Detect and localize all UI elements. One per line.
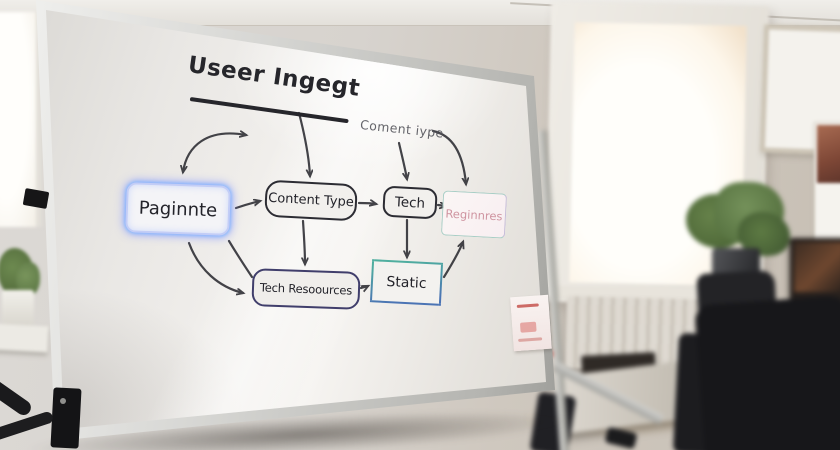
arrow-paginate-to-tech-resources	[187, 241, 243, 293]
arrow-content-type-to-tech-resources	[303, 219, 305, 264]
computer-monitor	[790, 238, 840, 302]
arrow-annotation-to-tech	[397, 141, 407, 179]
node-static: Static	[369, 259, 444, 306]
monitor-screen	[794, 242, 840, 292]
arrow-title-to-content-type	[297, 111, 310, 176]
node-registres: Reginnres	[440, 190, 508, 239]
arrow-paginate-to-content-type	[234, 201, 260, 210]
poster-photo	[817, 125, 840, 183]
left-plant-pot	[2, 290, 34, 328]
arrow-content-type-to-tech	[357, 203, 376, 204]
node-content-type: Content Type	[264, 179, 358, 222]
node-tech: Tech	[382, 185, 438, 220]
arrow-tech-resources-to-static	[359, 286, 368, 288]
arrow-static-to-registres	[442, 242, 463, 279]
node-paginate: Paginnte	[125, 182, 231, 236]
arrow-annotation-to-registres	[431, 129, 466, 184]
arrow-title-paginate-loop	[183, 133, 246, 172]
node-tech-resources: Tech Resoources	[251, 268, 361, 310]
wall-poster	[814, 122, 840, 246]
stand-screw	[60, 398, 66, 404]
arrow-paginate-to-tech-resources-2	[227, 239, 254, 279]
